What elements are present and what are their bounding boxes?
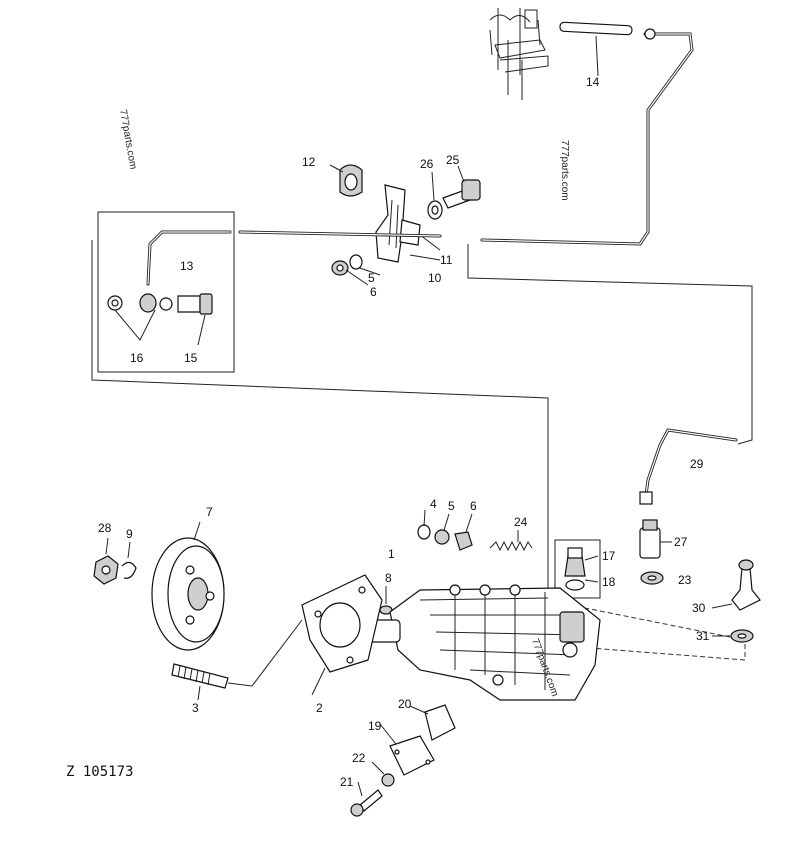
part-25-26-screw-washer [427,165,481,220]
part-23-washer [640,571,664,585]
part-21-22-screw-washer [350,761,395,817]
part-5-6-upper-nut-washer [331,254,381,286]
injection-pump-body [347,584,601,701]
part-30-bleeder [711,559,761,611]
inset-box-17-18 [554,539,601,599]
callout-labels: 2 3 4 5 5 6 6 7 8 9 10 11 12 13 14 15 16… [98,75,710,789]
part-4-5-6-lower-nut-washers [417,509,473,551]
routing-lines [91,240,753,661]
part-24-spring [489,530,533,552]
callout-11: 11 [440,253,453,267]
callout-7: 7 [206,505,213,519]
watermark-right: 777parts.com [559,140,570,201]
callout-4: 4 [430,497,437,511]
callout-27: 27 [674,535,688,549]
callout-30: 30 [692,601,706,615]
callout-18: 18 [602,575,616,589]
leak-off-pipe [480,28,694,246]
part-2-gasket [301,574,383,696]
callout-29: 29 [690,457,704,471]
part-28-9-nut-washer [93,537,137,585]
callout-12: 12 [302,155,316,169]
callout-25: 25 [446,153,460,167]
part-27-fitting [639,519,672,559]
callout-22: 22 [352,751,366,765]
figure-id: Z 105173 [66,764,133,780]
part-29-return-pipe [639,428,738,505]
callout-28: 28 [98,521,112,535]
callout-21: 21 [340,775,354,789]
callout-23: 23 [678,573,692,587]
part-10-11-bracket [375,184,441,263]
callout-1: 1 [388,547,395,561]
part-7-gear [151,521,225,651]
part-12-clip [329,164,363,197]
callout-20: 20 [398,697,412,711]
callout-6-lower: 6 [470,499,477,513]
callout-16: 16 [130,351,144,365]
callout-10: 10 [428,271,442,285]
injector-nozzle-illustration [489,8,549,100]
callout-13: 13 [180,259,194,273]
injection-line-horizontal [238,230,442,238]
callout-5-upper: 5 [368,271,375,285]
part-3-stud [171,619,303,701]
callout-15: 15 [184,351,198,365]
part-14-sleeve [559,21,633,77]
inset-box-13-15-16 [97,211,235,373]
callout-14: 14 [586,75,600,89]
callout-8: 8 [385,571,392,585]
callout-19: 19 [368,719,382,733]
callout-2: 2 [316,701,323,715]
callout-26: 26 [420,157,434,171]
part-31-washer [712,629,754,643]
callout-5-lower: 5 [448,499,455,513]
part-19-20-covers [379,704,456,776]
callout-3: 3 [192,701,199,715]
callout-9: 9 [126,527,133,541]
callout-24: 24 [514,515,528,529]
callout-31: 31 [696,629,710,643]
callout-17: 17 [602,549,616,563]
callout-6-upper: 6 [370,285,377,299]
watermark-left: 777parts.com [117,109,138,171]
